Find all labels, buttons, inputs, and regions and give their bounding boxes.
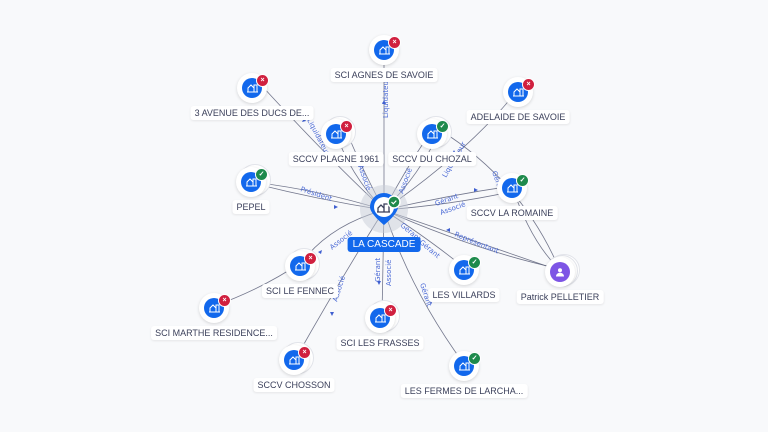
arrow-agnes <box>382 100 386 104</box>
arrow-pepel <box>334 205 338 209</box>
active-check-icon: ✓ <box>516 174 529 187</box>
edge-label-pepel: Président <box>299 185 333 203</box>
node-label[interactable]: LES FERMES DE LARCHA... <box>400 384 528 398</box>
closed-badge-icon: × <box>388 36 401 49</box>
edge-label-frasses-assoc: Associé <box>385 260 393 286</box>
person-icon <box>550 262 570 282</box>
arrow-patrick <box>446 228 450 232</box>
edge-label-frasses-gerant: Gérant <box>374 258 382 282</box>
edge-label-plagne: Associé <box>356 164 373 192</box>
arrow-ducs <box>302 118 306 122</box>
active-check-icon: ✓ <box>255 168 268 181</box>
arrow-fennec <box>318 250 322 254</box>
node-label[interactable]: LES VILLARDS <box>428 288 500 302</box>
edge-label-agnes: Liquidateur <box>382 78 390 118</box>
building-icon <box>377 203 390 213</box>
active-check-icon: ✓ <box>468 352 481 365</box>
arrow-frasses <box>377 281 381 285</box>
node-label[interactable]: SCCV CHOSSON <box>253 378 335 392</box>
active-check-icon: ✓ <box>436 120 449 133</box>
closed-badge-icon: × <box>340 120 353 133</box>
closed-badge-icon: × <box>298 346 311 359</box>
node-label[interactable]: PEPEL <box>232 200 270 214</box>
center-node-label[interactable]: LA CASCADE <box>347 237 421 252</box>
node-label[interactable]: 3 AVENUE DES DUCS DE... <box>190 106 314 120</box>
closed-badge-icon: × <box>256 74 269 87</box>
center-pin-marker[interactable] <box>367 192 401 226</box>
closed-badge-icon: × <box>304 252 317 265</box>
node-label[interactable]: SCCV PLAGNE 1961 <box>288 152 384 166</box>
node-label[interactable]: SCI MARTHE RESIDENCE... <box>151 326 277 340</box>
node-label[interactable]: SCCV DU CHOZAL <box>388 152 476 166</box>
edge-label-patrick: Représentant <box>453 230 500 255</box>
arrow-romaine <box>474 188 478 192</box>
closed-badge-icon: × <box>218 294 231 307</box>
closed-badge-icon: × <box>522 78 535 91</box>
node-label[interactable]: ADELAIDE DE SAVOIE <box>466 110 570 124</box>
node-label[interactable]: Patrick PELLETIER <box>516 290 604 304</box>
node-label[interactable]: SCI LE FENNEC <box>261 284 339 298</box>
active-check-icon: ✓ <box>468 256 481 269</box>
node-label[interactable]: SCI LES FRASSES <box>336 336 424 350</box>
active-check-icon <box>387 195 401 209</box>
closed-badge-icon: × <box>384 304 397 317</box>
node-label[interactable]: SCCV LA ROMAINE <box>466 206 558 220</box>
node-label[interactable]: SCI AGNES DE SAVOIE <box>330 68 438 82</box>
arrow-chosson <box>330 312 334 316</box>
